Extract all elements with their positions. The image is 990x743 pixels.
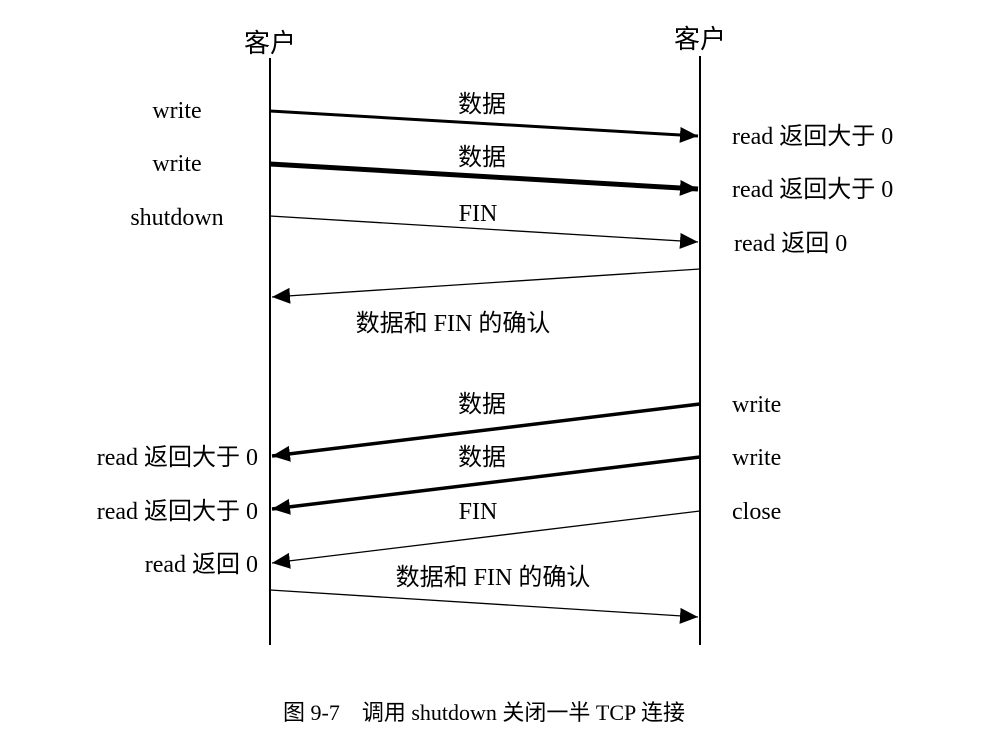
message-arrow [269,161,699,196]
left-event-label: read 返回大于 0 [97,444,258,471]
message-arrow [271,268,701,304]
message-arrow [271,510,701,569]
message-arrow [271,402,701,462]
message-label: 数据 [458,91,506,118]
message-arrow [269,215,699,249]
message-label: 数据和 FIN 的确认 [396,564,591,591]
right-participant-label: 客户 [674,25,726,54]
left-participant-label: 客户 [244,29,296,58]
left-event-label: write [152,151,201,177]
message-label: FIN [459,201,498,227]
left-event-label: read 返回 0 [145,551,258,578]
message-label: 数据和 FIN 的确认 [356,310,551,337]
message-label: FIN [459,499,498,525]
left-event-label: read 返回大于 0 [97,498,258,525]
message-label: 数据 [458,444,506,471]
right-event-label: close [732,499,781,525]
right-event-label: write [732,392,781,418]
message-arrow [271,455,701,515]
left-event-label: write [152,98,201,124]
right-event-label: read 返回大于 0 [732,123,893,150]
right-event-label: write [732,445,781,471]
right-event-label: read 返回 0 [734,230,847,257]
right-event-label: read 返回大于 0 [732,176,893,203]
message-label: 数据 [458,391,506,418]
message-label: 数据 [458,144,506,171]
left-event-label: shutdown [130,205,223,231]
figure-caption: 图 9-7 调用 shutdown 关闭一半 TCP 连接 [283,700,685,725]
message-arrow [269,109,699,143]
message-arrow [269,589,699,624]
